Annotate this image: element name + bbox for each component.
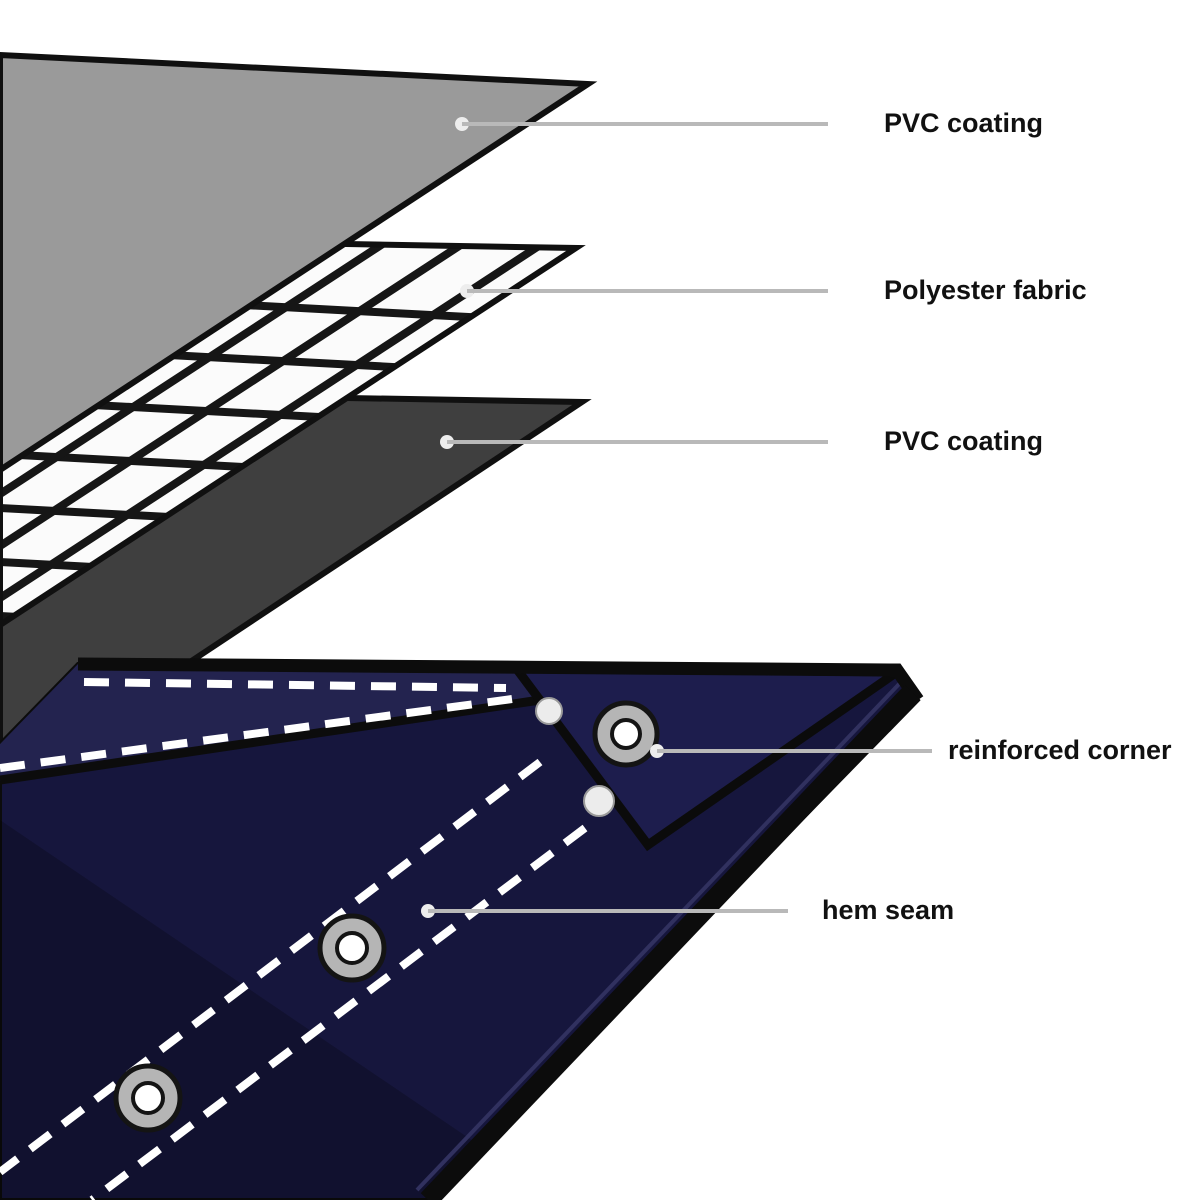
reinforced-corner-grommet-hole	[610, 718, 642, 750]
pvc-coating-top-sheet	[0, 51, 598, 474]
tarp-edge-highlight	[415, 680, 903, 1192]
callout-label-pvc-coating-top: PVC coating	[884, 108, 1044, 138]
tarp-right-edge	[420, 685, 920, 1200]
callout-label-reinforced-corner: reinforced corner	[948, 735, 1172, 765]
stitch-line-bottom-1	[0, 758, 543, 1176]
tarp-fold-line	[0, 695, 541, 785]
tarpaulin-details	[0, 664, 912, 1200]
stitch-line-top-2	[0, 695, 513, 772]
callout-label-polyester-fabric: Polyester fabric	[884, 275, 1087, 305]
hem-grommet-2-hole	[131, 1081, 165, 1115]
corner-rivet-small-2	[583, 785, 615, 817]
tarp-top-edge	[77, 657, 924, 704]
leader-lines	[421, 117, 932, 918]
callout-label-pvc-coating-bottom: PVC coating	[884, 426, 1044, 456]
corner-rivet-small-1	[535, 697, 563, 725]
hem-grommet-1-hole	[335, 931, 369, 965]
stitch-line-top-1	[83, 678, 507, 692]
callout-label-hem-seam: hem seam	[822, 895, 955, 925]
stitch-line-bottom-2	[89, 824, 588, 1200]
